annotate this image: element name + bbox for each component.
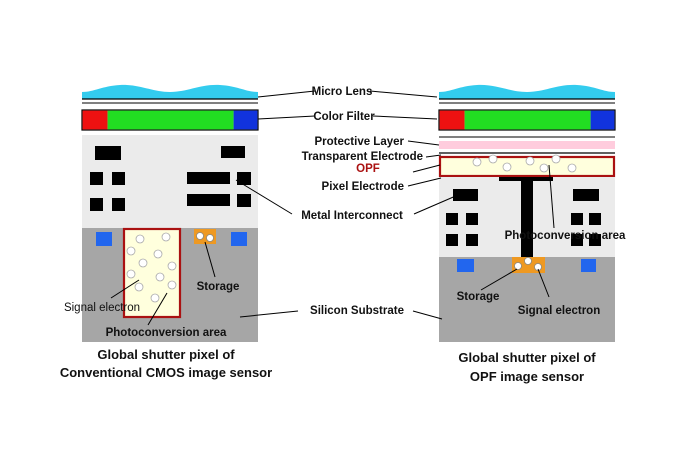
label-transparent-electrode: Transparent Electrode (302, 151, 423, 163)
caption-left-line2: Conventional CMOS image sensor (60, 365, 272, 380)
label-storage-left: Storage (197, 281, 240, 293)
right-filter-blue (590, 110, 615, 130)
left-filter-green (107, 110, 234, 130)
label-opf: OPF (356, 163, 380, 175)
caption-right-line1: Global shutter pixel of (458, 350, 596, 365)
right-color-filter (438, 109, 616, 131)
left-color-filter (81, 109, 259, 131)
label-micro-lens: Micro Lens (312, 86, 373, 98)
left-blue-block-1 (96, 232, 112, 246)
left-electrons (126, 232, 177, 303)
label-photoconversion-area-right: Photoconversion area (505, 230, 626, 242)
right-pixel (438, 84, 616, 342)
right-filter-red (439, 110, 465, 130)
left-metal-blocks (90, 146, 251, 211)
right-filter-green (464, 110, 591, 130)
right-blue-block-1 (457, 259, 474, 272)
left-filter-red (82, 110, 108, 130)
right-opf-electrons (472, 154, 577, 173)
right-blue-block-2 (581, 259, 596, 272)
left-micro-lens (82, 84, 258, 99)
caption-left-line1: Global shutter pixel of (97, 347, 235, 362)
label-color-filter: Color Filter (313, 111, 375, 123)
left-storage-electrons (196, 232, 214, 242)
label-signal-electron-right: Signal electron (518, 305, 600, 317)
right-storage-electrons (514, 257, 542, 271)
captions: Global shutter pixel of Conventional CMO… (60, 347, 596, 384)
label-pixel-electrode: Pixel Electrode (322, 181, 404, 193)
label-storage-right: Storage (457, 291, 500, 303)
label-photoconversion-area-left: Photoconversion area (106, 327, 227, 339)
right-micro-lens (439, 84, 615, 99)
right-metal-blocks (446, 177, 601, 257)
leader-lines (110, 90, 555, 326)
right-protective-layer (439, 141, 615, 149)
left-pixel (81, 84, 259, 342)
label-silicon-substrate: Silicon Substrate (310, 305, 404, 317)
labels: Micro Lens Color Filter Protective Layer… (64, 86, 626, 339)
label-signal-electron-left: Signal electron (64, 302, 140, 314)
caption-right-line2: OPF image sensor (470, 369, 584, 384)
label-metal-interconnect: Metal Interconnect (301, 210, 403, 222)
left-filter-blue (233, 110, 258, 130)
label-protective-layer: Protective Layer (315, 136, 405, 148)
left-blue-block-2 (231, 232, 247, 246)
